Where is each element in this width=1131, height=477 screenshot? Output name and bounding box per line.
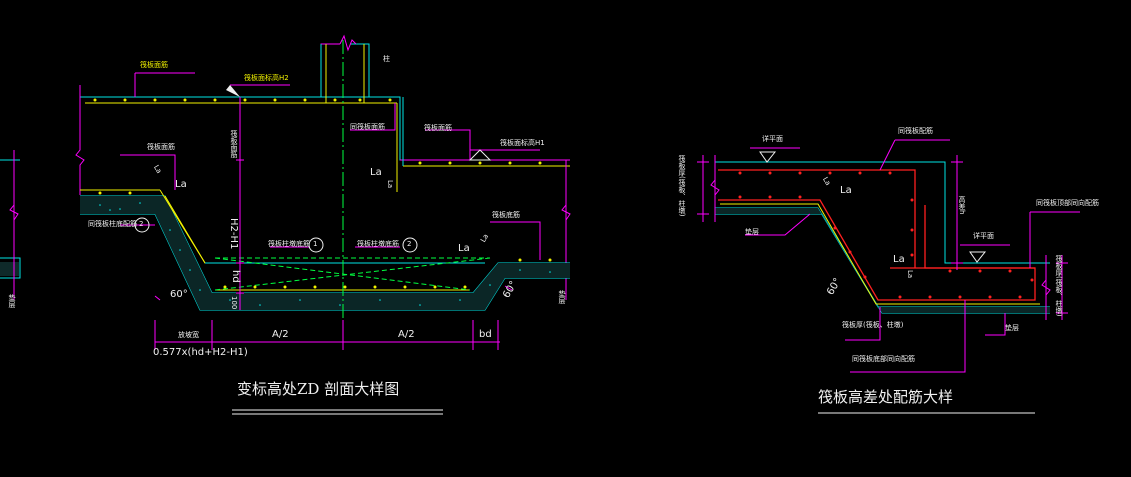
label-raft-top-rebar: 筏板面筋 [140, 61, 168, 69]
label-pit-bottom-rebar: 同筏板柱底配筋 [88, 220, 137, 228]
label-la-upper: La [175, 179, 187, 190]
label-la-vertical: La [386, 180, 394, 189]
elev-h2-marker [226, 85, 240, 97]
label-raft-thickness-right: 筏板厚(筏板、柱墩) [1055, 255, 1063, 317]
label-la-right: La [458, 243, 470, 254]
ref-number-2-left: 2 [139, 220, 144, 228]
label-cushion-right: 垫层 [558, 290, 566, 304]
dim-slope-width: 放坡宽 [178, 331, 199, 339]
label-same-bottom-dir-rebar: 同筏板底部同向配筋 [852, 355, 915, 363]
ref-number-1: 1 [313, 240, 318, 248]
label-pit-bottom-rebar-1: 筏板柱墩底筋 [268, 240, 310, 248]
label-level-right: 详平面 [973, 232, 994, 240]
label-column: 柱 [383, 55, 390, 63]
elev-h1-marker [468, 149, 492, 161]
label-cushion-left-right: 垫层 [745, 228, 759, 236]
label-height-diff: 高差h [958, 196, 966, 215]
label-raft-mid-rebar: 筏板面筋 [147, 143, 175, 151]
label-la-lower: La [893, 254, 905, 265]
ref-circle-2-left [134, 217, 150, 233]
label-raft-top-elev-h2: 筏板面标高H2 [244, 74, 289, 82]
label-cushion-right-right: 垫层 [1005, 324, 1019, 332]
dim-hd: hd [230, 270, 241, 283]
left-dimensions [120, 72, 541, 350]
dim-half-a-right: A/2 [398, 329, 415, 340]
ref-circle-2-right [402, 237, 418, 253]
angle-left: 60° [170, 289, 188, 300]
right-section-outline [710, 155, 1051, 320]
label-la-top: La [840, 185, 852, 196]
dim-half-a-left: A/2 [272, 329, 289, 340]
label-same-top-dir-rebar: 同筏板顶部同向配筋 [1036, 199, 1099, 207]
label-la-mid: La [370, 167, 382, 178]
label-raft-thickness-bottom: 筏板厚(筏板、柱墩) [842, 321, 904, 329]
label-level-top: 详平面 [762, 135, 783, 143]
left-cushion-aggregate [99, 202, 551, 306]
label-column-rebar: 同筏板面筋 [350, 123, 385, 131]
label-raft-vertical: 筏板面筋 [230, 130, 238, 158]
dim-bd: bd [479, 329, 492, 340]
right-detail-title: 筏板高差处配筋大样 [818, 388, 954, 406]
dim-h2-h1: H2-H1 [228, 218, 239, 250]
label-right-top-rebar: 筏板底筋 [492, 211, 520, 219]
level-right-marker [969, 251, 987, 263]
ref-circle-1 [308, 237, 324, 253]
label-la-lower-vertical: La [906, 270, 914, 279]
ref-number-2-right: 2 [407, 240, 412, 248]
left-section-outline [75, 34, 571, 350]
label-same-top-rebar: 同筏板配筋 [898, 127, 933, 135]
right-rebar-dots [738, 171, 1034, 299]
label-raft-thickness-left: 筏板厚(筏板、柱墩) [678, 155, 686, 217]
left-detail-title: 变标高处ZD 剖面大样图 [237, 380, 400, 398]
dim-formula: 0.577x(hd+H2-H1) [153, 347, 248, 358]
left-edge-fragment [0, 150, 21, 300]
right-dimensions [697, 139, 1080, 373]
label-pit-bottom-rebar-2: 筏板柱墩底筋 [357, 240, 399, 248]
level-top-marker [759, 151, 777, 163]
dim-100: 100 [230, 296, 238, 310]
label-raft-top-elev-h1: 筏板面标高H1 [500, 139, 545, 147]
label-raft-top-rebar-right: 筏板面筋 [424, 124, 452, 132]
left-rebar-dots [93, 98, 552, 289]
label-cushion-left: 垫层 [8, 294, 16, 308]
